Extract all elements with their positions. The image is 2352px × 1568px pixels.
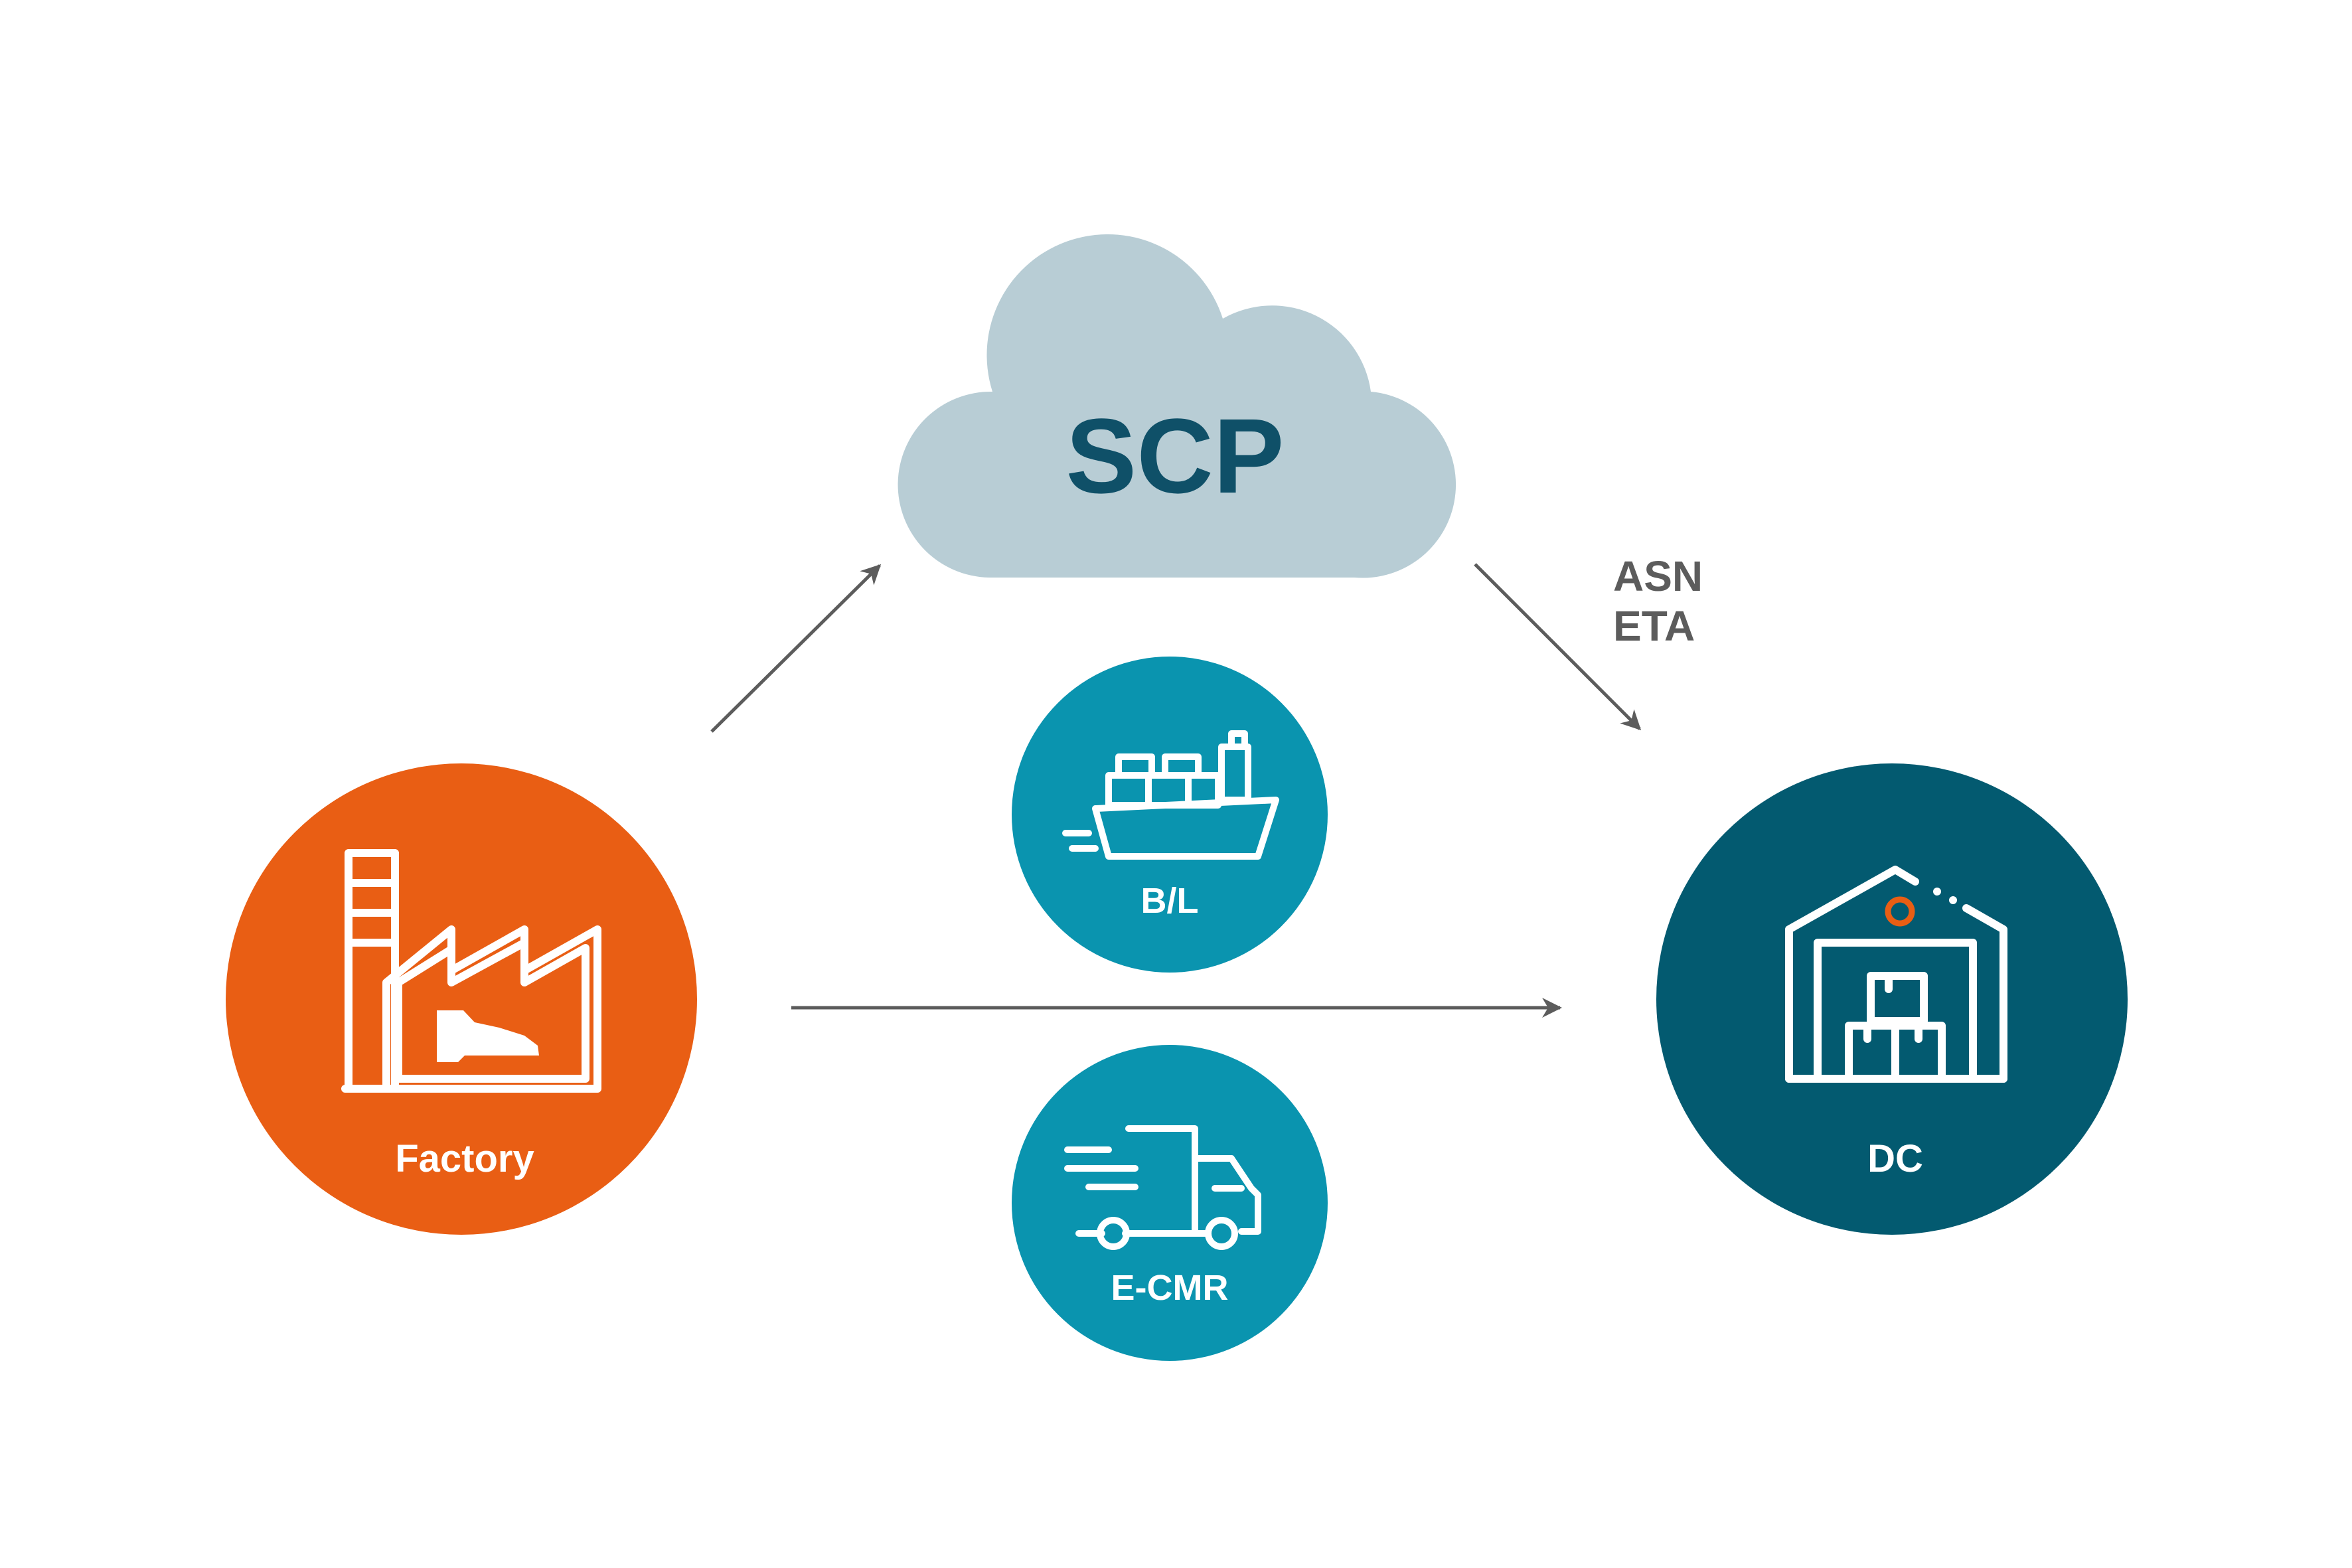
truck-icon [1064, 1125, 1261, 1250]
dots-icon [1933, 888, 1957, 904]
factory-icon [341, 849, 601, 1093]
location-pin-icon [1885, 896, 1915, 927]
dc-circle [1656, 763, 2128, 1235]
arrow-factory-to-scp [710, 564, 882, 733]
dc-label: DC [1867, 1137, 1923, 1180]
cargo-ship-icon [1062, 730, 1279, 860]
dc-node: DC [1656, 763, 2128, 1235]
factory-node: Factory [226, 763, 697, 1235]
ship-node: B/L [1012, 657, 1328, 973]
eta-label: ETA [1613, 602, 1695, 650]
cloud-label: SCP [1066, 396, 1285, 515]
shoe-icon [437, 1010, 539, 1062]
factory-label: Factory [395, 1137, 534, 1180]
arrows [710, 563, 1642, 1018]
truck-label: E-CMR [1111, 1268, 1229, 1308]
ship-circle [1012, 657, 1328, 973]
ship-label: B/L [1141, 881, 1199, 921]
cloud-icon [898, 234, 1456, 578]
truck-node: E-CMR [1012, 1045, 1328, 1361]
factory-circle [226, 763, 697, 1235]
warehouse-icon [1785, 866, 2007, 1083]
scp-cloud: SCP [898, 234, 1456, 578]
truck-circle [1012, 1045, 1328, 1361]
asn-label: ASN [1613, 552, 1703, 600]
arrow-scp-to-dc [1474, 563, 1642, 731]
